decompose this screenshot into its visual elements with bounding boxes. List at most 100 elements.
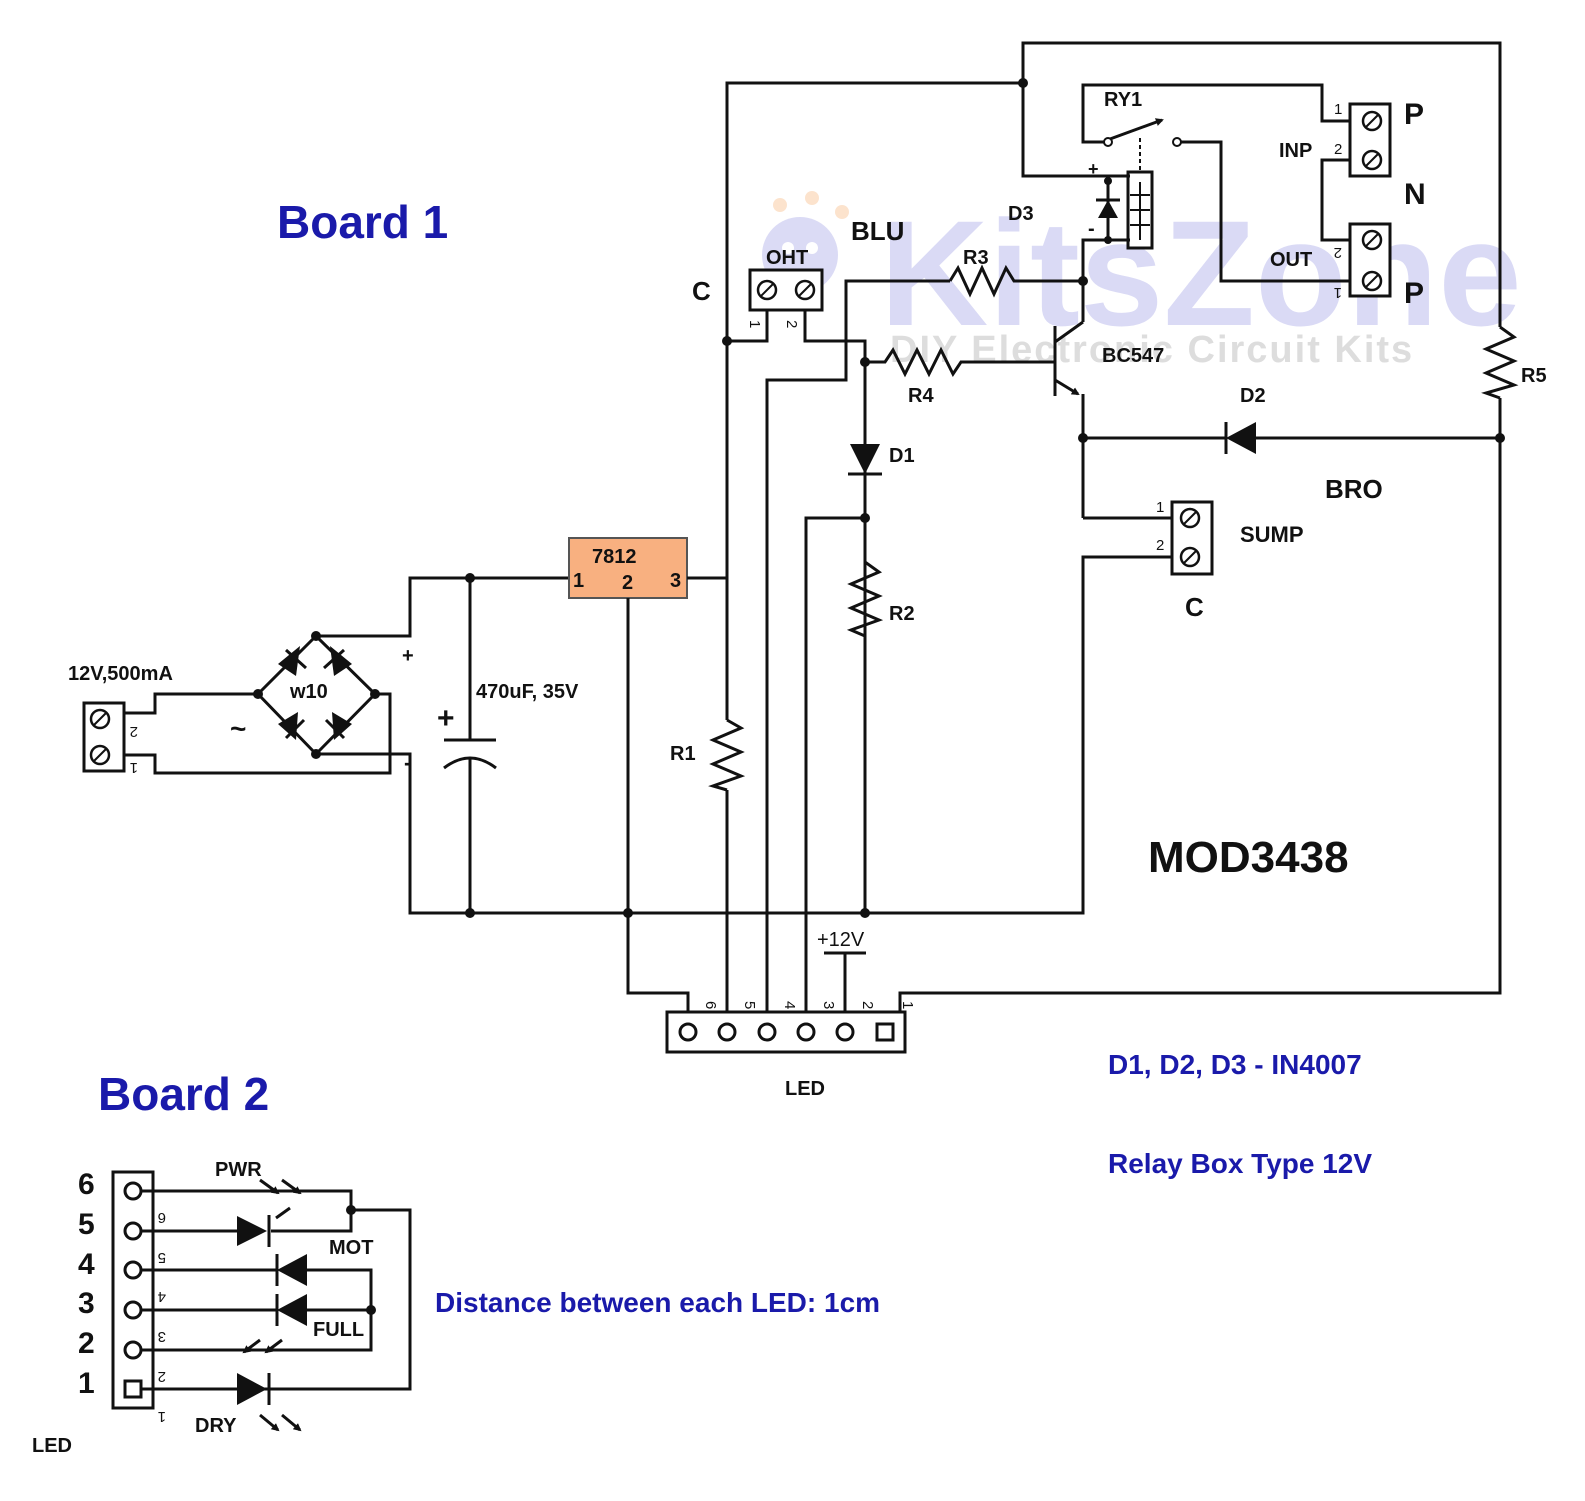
regulator-label: 7812: [592, 546, 637, 568]
inp-terminal: 1 2: [1334, 101, 1392, 178]
b2-pin-2: 2: [78, 1327, 95, 1360]
relay-label: RY1: [1104, 89, 1142, 111]
b2-pin-4: 4: [78, 1248, 95, 1281]
regulator-pin-1: 1: [573, 570, 584, 592]
pin-label: 1: [746, 320, 763, 328]
diode-d1: [848, 444, 882, 476]
p-bottom-label: P: [1404, 277, 1424, 310]
supply-label: +12V: [817, 929, 865, 951]
out-label: OUT: [1270, 249, 1312, 271]
capacitor-label: 470uF, 35V: [476, 681, 579, 703]
board2-title: Board 2: [98, 1068, 269, 1120]
led-dry: [237, 1373, 302, 1432]
resistor-r5: [1481, 325, 1519, 400]
n-label: N: [1404, 178, 1426, 211]
pin-label: 1: [1334, 284, 1342, 301]
b2-small-pin: 1: [158, 1408, 166, 1425]
r2-label: R2: [889, 603, 915, 625]
bridge-ac-label: ~: [230, 713, 246, 744]
sump-label: SUMP: [1240, 522, 1304, 547]
board2-connector: [111, 1170, 155, 1410]
power-input-label: 12V,500mA: [68, 663, 173, 685]
module-label: MOD3438: [1148, 833, 1349, 882]
pin-label: 2: [1156, 537, 1164, 554]
r3-label: R3: [963, 247, 989, 269]
b2-pin-6: 6: [78, 1168, 95, 1201]
pin-label: 2: [130, 723, 138, 740]
transistor-label: BC547: [1102, 345, 1164, 367]
b2-small-pin: 2: [158, 1368, 166, 1385]
relay-ry1: [1081, 83, 1350, 283]
c-top-label: C: [692, 276, 711, 306]
bridge-minus-label: -: [404, 750, 411, 775]
distance-note: Distance between each LED: 1cm: [435, 1287, 880, 1318]
p-top-label: P: [1404, 98, 1424, 131]
capacitor: [443, 573, 497, 918]
out-terminal: 2 1: [1334, 222, 1392, 301]
oht-connector: 1 2: [746, 268, 824, 328]
relay-plus: +: [1088, 159, 1099, 179]
led-pin-3: 3: [820, 1001, 837, 1009]
pin-label: 1: [130, 759, 138, 776]
resistor-r2: [846, 560, 884, 638]
b2-small-pin: 3: [158, 1328, 166, 1345]
b2-small-pin: 4: [158, 1288, 166, 1305]
diode-note: D1, D2, D3 - IN4007: [1108, 1049, 1362, 1080]
power-input-terminal: 2 1: [82, 701, 138, 776]
r5-label: R5: [1521, 365, 1547, 387]
sump-connector: 1 2: [1156, 499, 1214, 576]
led-pin-6: 6: [702, 1001, 719, 1009]
resistor-r4: [865, 346, 1055, 378]
led-pin-1: 1: [899, 1001, 916, 1009]
b2-pin-5: 5: [78, 1208, 95, 1241]
pin-label: 2: [1334, 141, 1342, 158]
pin-label: 1: [1334, 101, 1342, 118]
bro-label: BRO: [1325, 474, 1383, 504]
watermark-brand: KitsZone: [880, 189, 1522, 357]
r1-label: R1: [670, 743, 696, 765]
pin-label: 1: [1156, 499, 1164, 516]
led-mot-label: MOT: [329, 1237, 373, 1259]
led-connector-board1: 6 5 4 3 2 1: [665, 1001, 916, 1054]
regulator-pin-3: 3: [670, 570, 681, 592]
led-dry-label: DRY: [195, 1415, 237, 1437]
pin-label: 2: [1334, 244, 1342, 261]
pin-label: 2: [783, 320, 800, 328]
b2-pin-3: 3: [78, 1287, 95, 1320]
led-pin2: [242, 1338, 283, 1354]
cap-plus: +: [437, 702, 455, 735]
b2-pin-1: 1: [78, 1367, 95, 1400]
c-sump-label: C: [1185, 592, 1204, 622]
inp-label: INP: [1279, 140, 1312, 162]
resistor-r1: [708, 718, 746, 792]
board1-title: Board 1: [277, 196, 448, 248]
diode-d2: [1083, 422, 1505, 454]
led-pin-2: 2: [859, 1001, 876, 1009]
r4-label: R4: [908, 385, 934, 407]
bridge-plus-label: +: [402, 645, 414, 667]
relay-note: Relay Box Type 12V: [1108, 1148, 1372, 1179]
d1-label: D1: [889, 445, 915, 467]
oht-label: OHT: [766, 247, 808, 269]
blu-label: BLU: [851, 216, 904, 246]
led-connector-label: LED: [785, 1078, 825, 1100]
led-pin-4: 4: [781, 1001, 798, 1009]
led-pin-5: 5: [741, 1001, 758, 1009]
led-pwr-label: PWR: [215, 1159, 262, 1181]
watermark: KitsZone DIY Electronic Circuit Kits: [762, 189, 1522, 371]
led-full-label: FULL: [313, 1319, 364, 1341]
b2-small-pin: 5: [158, 1249, 166, 1266]
led-full: [275, 1254, 307, 1326]
d2-label: D2: [1240, 385, 1266, 407]
b2-small-pin: 6: [158, 1209, 166, 1226]
led-pwr: [259, 1178, 302, 1195]
transistor-bc547: [1053, 281, 1085, 518]
board2-led-label: LED: [32, 1435, 72, 1457]
d3-label: D3: [1008, 203, 1034, 225]
watermark-tagline: DIY Electronic Circuit Kits: [890, 329, 1414, 371]
led-mot: [237, 1206, 291, 1247]
bridge-label: w10: [289, 681, 328, 703]
relay-minus: -: [1088, 218, 1095, 240]
regulator-pin-2: 2: [622, 572, 633, 594]
